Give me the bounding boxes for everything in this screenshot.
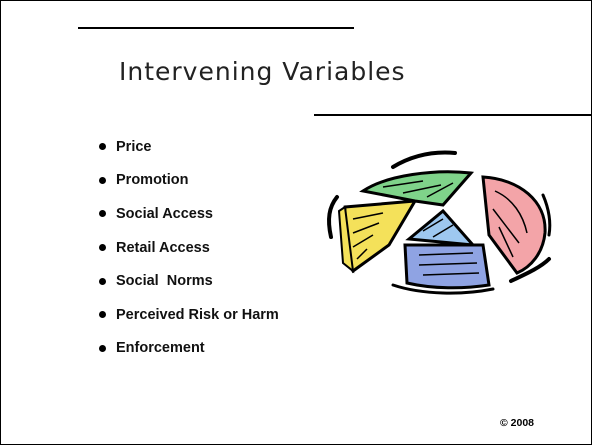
title-underline-rule [314,114,591,116]
pie-slice-pink [481,175,547,275]
bullet-item: Social Norms [99,264,279,298]
top-rule [78,27,354,29]
hatching-icon [352,180,528,276]
swoosh-stroke-icon [541,193,552,237]
bullet-dot-icon [99,210,106,218]
bullet-item: Enforcement [99,332,279,366]
bullet-dot-icon [99,143,106,151]
bullet-dot-icon [99,344,106,352]
pie-slice-blue [403,243,491,290]
swoosh-stroke-icon [327,195,339,239]
bullet-item: Perceived Risk or Harm [99,298,279,332]
bullet-dot-icon [99,244,106,252]
pie-slice-yellow-side [337,205,355,274]
pie-chart-clipart-icon [327,150,552,295]
slide-title: Intervening Variables [119,57,406,86]
bullet-item: Social Access [99,197,279,231]
bullet-list: Price Promotion Social Access Retail Acc… [99,130,279,365]
bullet-item: Price [99,130,279,164]
swoosh-stroke-icon [391,283,495,295]
bullet-item: Retail Access [99,231,279,265]
bullet-dot-icon [99,176,106,184]
bullet-dot-icon [99,311,106,319]
pie-slice-lightblue [405,208,477,247]
bullet-dot-icon [99,277,106,285]
bullet-item: Promotion [99,164,279,198]
swoosh-stroke-icon [391,150,457,169]
copyright-notice: © 2008 [499,417,534,429]
swoosh-stroke-icon [509,257,551,283]
pie-slice-green [359,170,475,207]
